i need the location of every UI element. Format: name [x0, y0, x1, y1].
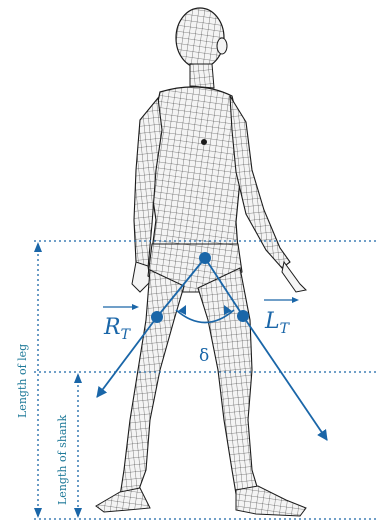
- head: [176, 8, 227, 68]
- right-knee-joint-icon: [151, 311, 163, 323]
- torso: [150, 87, 242, 250]
- pelvis-joint-icon: [199, 252, 211, 264]
- right-thigh-label: RT: [103, 315, 132, 343]
- length-of-shank-label: Length of shank: [56, 414, 69, 505]
- leg-top-arrow-icon: [34, 242, 42, 252]
- left-leg: [198, 268, 306, 516]
- right-leg: [96, 270, 184, 512]
- left-thigh-label: LT: [264, 309, 291, 337]
- left-knee-joint-icon: [237, 310, 249, 322]
- shank-bottom-arrow-icon: [74, 508, 82, 518]
- leg-bottom-arrow-icon: [34, 508, 42, 518]
- shank-top-arrow-icon: [74, 373, 82, 383]
- neck: [190, 64, 214, 88]
- left-arm: [230, 96, 306, 292]
- length-of-leg-label: Length of leg: [16, 344, 29, 418]
- angle-label: δ: [199, 346, 209, 366]
